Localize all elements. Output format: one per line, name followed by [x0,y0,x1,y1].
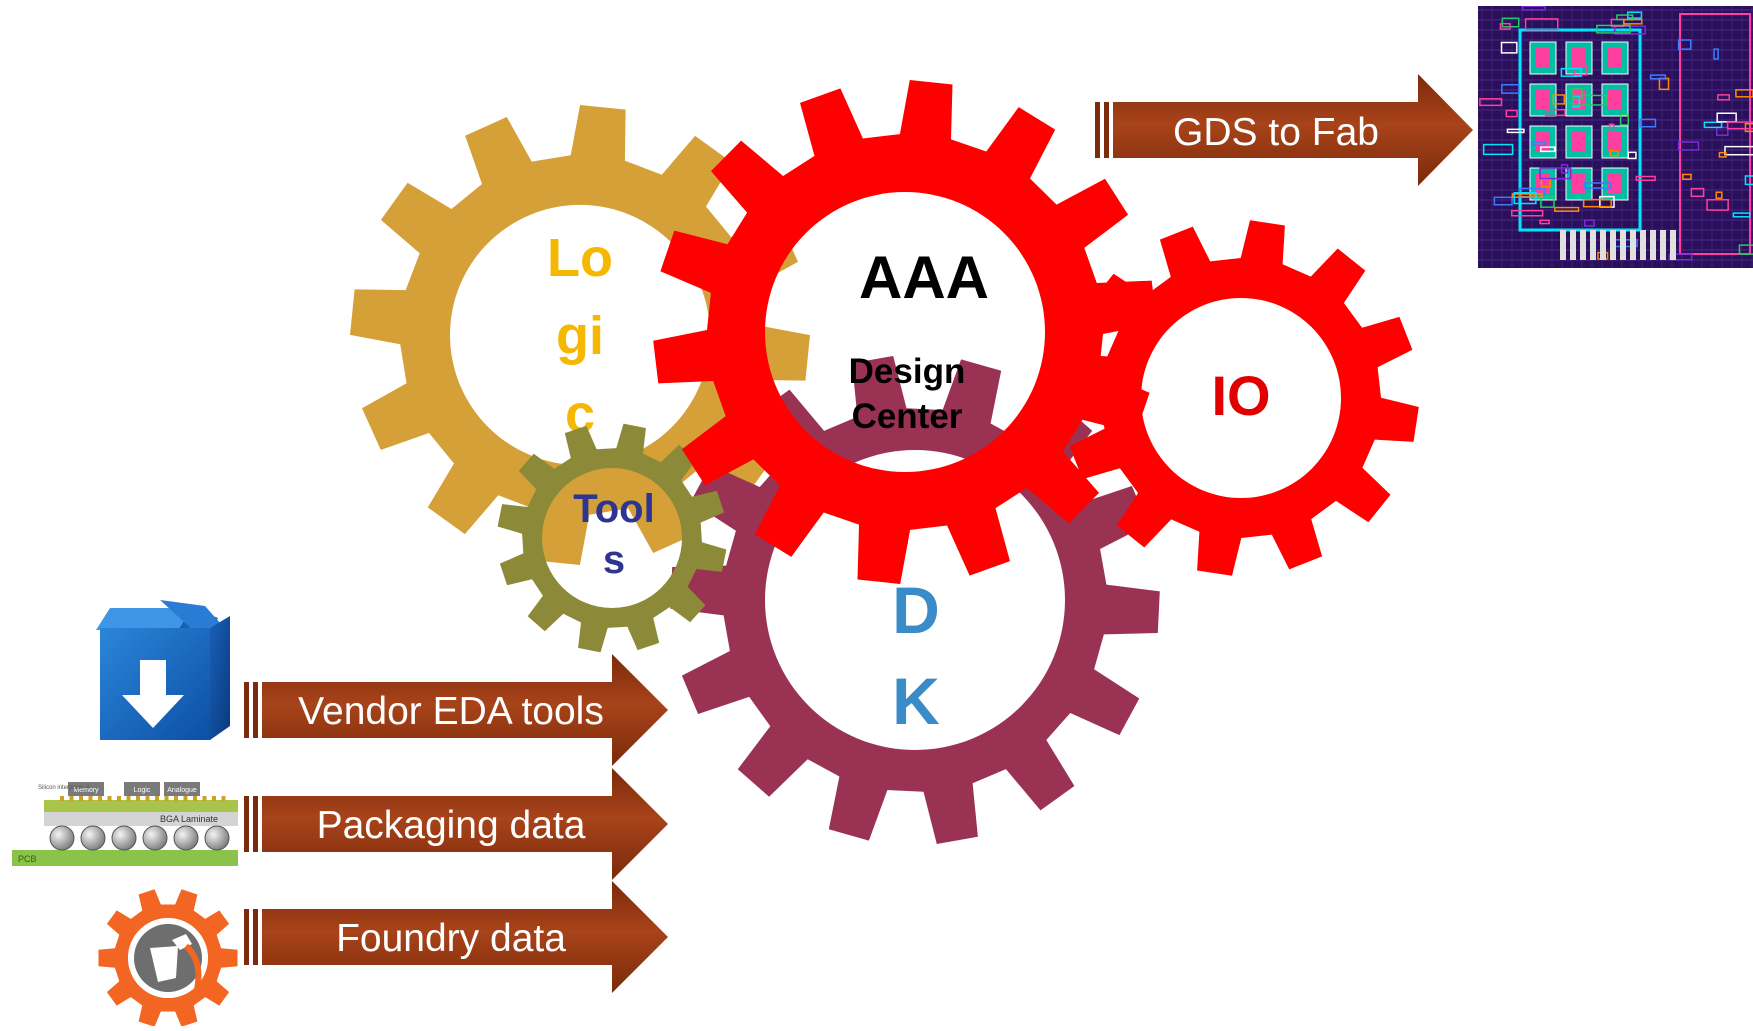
aaa-title: AAA [859,244,989,311]
io-gear [1063,220,1419,576]
tools-gear-shape [497,423,727,653]
vendor-eda-label: Vendor EDA tools [298,690,604,733]
chip-package-icon: PCB BGA Laminate Memory Logic Analogue S… [10,770,238,870]
silicon-interposer-label: Silicon interposer-# [38,785,90,791]
aaa-gear-shape [653,80,1157,584]
logic-label-line-1: Lo [547,228,613,288]
chip-analogue-label: Analogue [167,787,197,794]
tools-label-line-1: Tool [573,487,654,531]
gds-to-fab-label: GDS to Fab [1173,111,1379,154]
chip-logic-label: Logic [134,787,151,794]
software-box-download-icon [96,600,230,740]
io-label: IO [1211,364,1270,427]
pdk-label-line-3: K [892,664,940,738]
gds-to-fab-arrow [1095,74,1473,186]
foundry-data-arrow [244,881,668,993]
tools-gear [497,423,727,653]
chip-layout-thumbnail [1478,6,1753,268]
pcb-label: PCB [18,854,37,864]
aaa-subtitle-line-2: Center [852,397,963,436]
chip-memory-label: Memory [73,787,99,794]
foundry-data-label: Foundry data [336,917,566,960]
pdk-label-line-2: D [892,573,940,647]
foundry-ladle-gear-icon [98,889,238,1027]
logic-label-line-2: gi [556,306,604,366]
aaa-subtitle-line-1: Design [849,352,966,391]
bga-laminate-label: BGA Laminate [160,814,218,824]
packaging-data-arrow [244,768,668,880]
vendor-eda-arrow [244,654,668,766]
packaging-data-label: Packaging data [317,804,586,847]
tools-label-line-2: s [603,538,625,582]
aaa-gear [653,80,1157,584]
io-gear-shape [1063,220,1419,576]
